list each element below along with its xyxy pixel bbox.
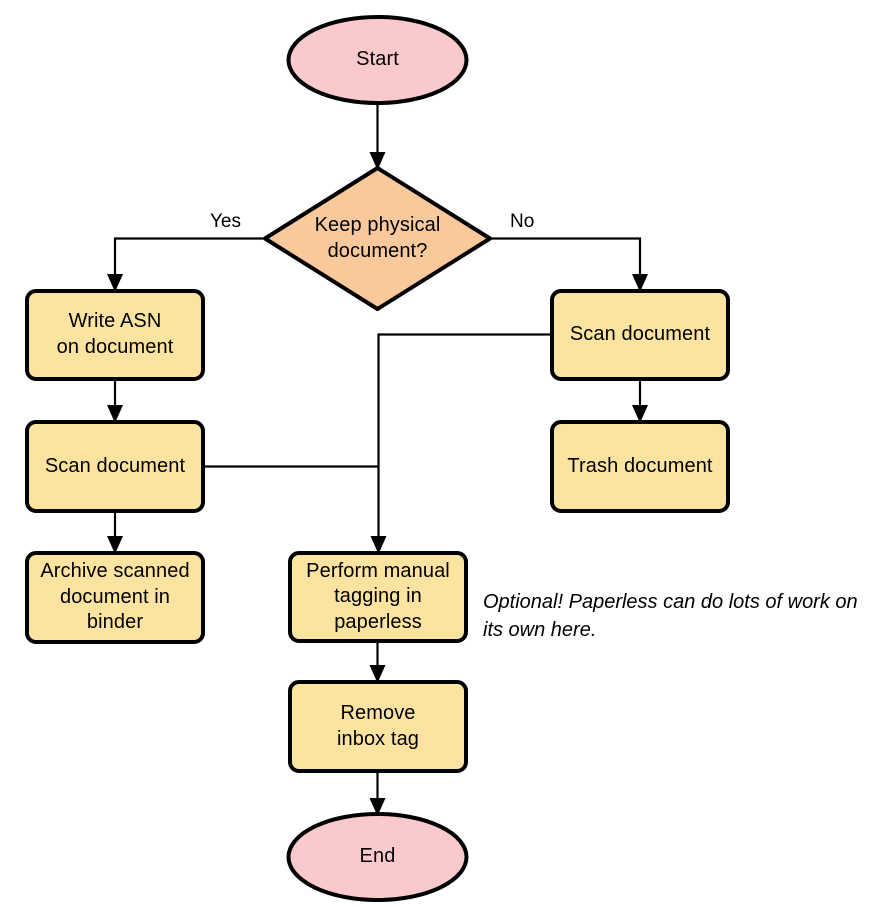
arrow-decision-no-to-scan-right <box>632 274 648 292</box>
arrow-remove-inbox-to-end <box>369 798 386 816</box>
edge-layer <box>107 103 648 816</box>
node-shape-trash[interactable] <box>550 420 730 513</box>
node-shape-scan-left[interactable] <box>25 420 205 513</box>
node-shape-archive[interactable] <box>25 551 205 644</box>
arrow-scan-right-to-trash <box>632 405 648 423</box>
arrow-scan-left-to-archive <box>107 536 123 554</box>
arrow-decision-yes-to-write-asn <box>107 274 123 292</box>
node-shape-end[interactable] <box>286 812 469 902</box>
arrow-manual-tagging-to-remove-inbox <box>369 665 386 683</box>
node-shape-layer <box>25 15 730 902</box>
node-shape-write-asn[interactable] <box>25 289 205 381</box>
annotation-optional-note: Optional! Paperless can do lots of work … <box>483 591 858 642</box>
node-shape-start[interactable] <box>286 15 469 105</box>
arrow-start-to-decision <box>369 152 386 170</box>
node-shape-remove-inbox[interactable] <box>288 680 468 773</box>
arrow-write-asn-to-scan-left <box>107 405 123 423</box>
edge-decision-yes-to-write-asn <box>113 237 264 282</box>
edge-scan-right-to-manual-tagging <box>377 333 551 544</box>
node-shape-manual-tagging[interactable] <box>288 551 468 643</box>
edge-label-no: No <box>510 211 535 232</box>
node-shape-scan-right[interactable] <box>550 289 730 381</box>
edge-decision-no-to-scan-right <box>491 237 642 282</box>
edge-label-yes: Yes <box>210 211 241 232</box>
node-shape-decision[interactable] <box>263 166 492 311</box>
arrow-merge-to-manual-tagging <box>370 536 387 554</box>
